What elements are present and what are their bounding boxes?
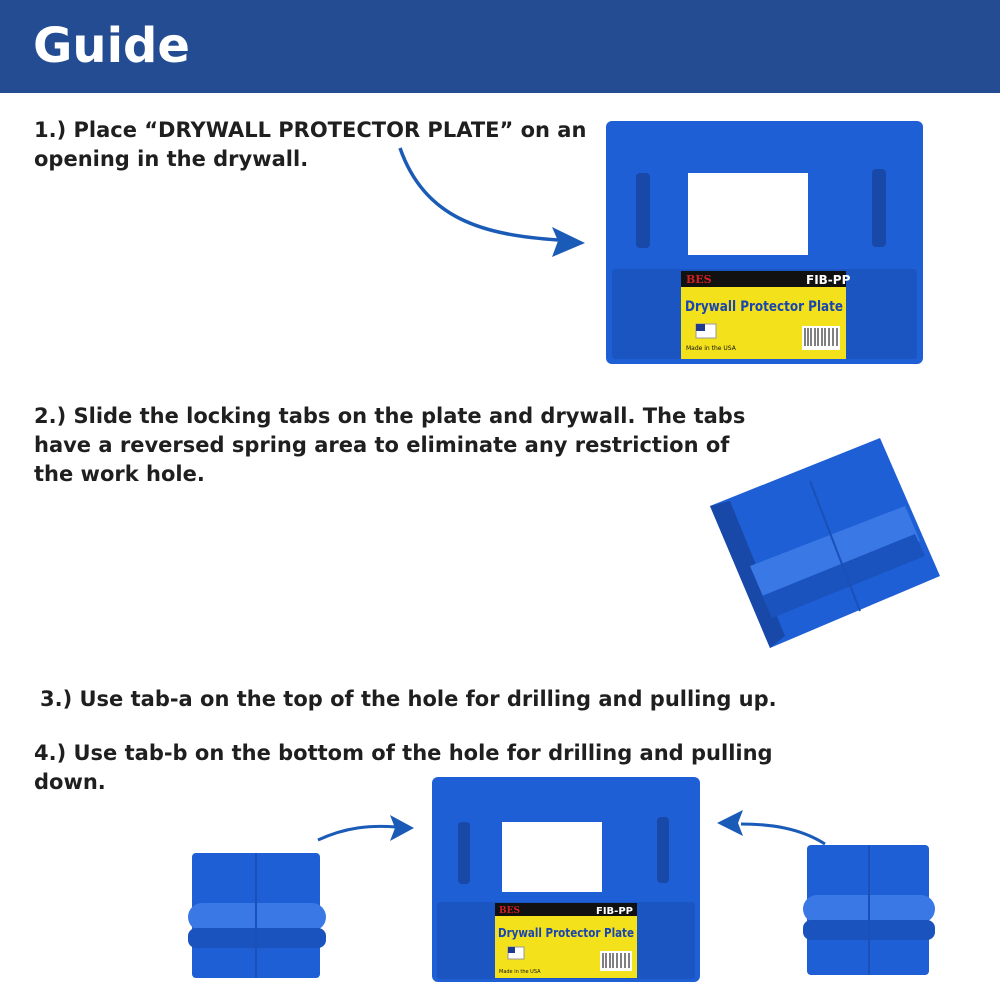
step-2-line-3: the work hole. (34, 462, 205, 486)
step-4-text: 4.) Use tab-b on the bottom of the hole … (34, 739, 773, 797)
right-arrow (717, 810, 826, 846)
label-made-in: Made in the USA (686, 345, 737, 352)
bottom-label-name: Drywall Protector Plate (498, 926, 634, 940)
guide-header: Guide (0, 0, 1000, 93)
step-2-line-1: 2.) Slide the locking tabs on the plate … (34, 404, 746, 428)
bottom-label-made-in: Made in the USA (499, 969, 541, 975)
drywall-protector-plate-image: BES FIB-PP Drywall Protector Plate Made … (606, 121, 923, 364)
step-1-arrow (398, 147, 585, 257)
left-arrow (317, 815, 414, 842)
step-2-line-2: have a reversed spring area to eliminate… (34, 433, 730, 457)
step-1-text: 1.) Place “DRYWALL PROTECTOR PLATE” on a… (34, 116, 586, 174)
tab-b-image (803, 845, 935, 975)
tab-a-image (188, 853, 326, 978)
bottom-label-model: FIB-PP (596, 906, 633, 917)
page-title: Guide (33, 18, 190, 74)
step-4-line-1: 4.) Use tab-b on the bottom of the hole … (34, 741, 773, 765)
step-1-line-1: 1.) Place “DRYWALL PROTECTOR PLATE” on a… (34, 118, 587, 142)
protector-plate-with-tabs-image: BES FIB-PP Drywall Protector Plate Made … (432, 777, 700, 982)
label-name: Drywall Protector Plate (685, 299, 843, 315)
label-brand: BES (686, 273, 712, 286)
label-model: FIB-PP (806, 273, 851, 287)
step-4-line-2: down. (34, 770, 106, 794)
step-1-line-2: opening in the drywall. (34, 147, 309, 171)
bottom-label-brand: BES (499, 906, 520, 916)
step-2-text: 2.) Slide the locking tabs on the plate … (34, 402, 745, 489)
step-3-line-1: 3.) Use tab-a on the top of the hole for… (40, 687, 777, 711)
step-3-text: 3.) Use tab-a on the top of the hole for… (40, 685, 777, 714)
locking-tab-image (710, 438, 940, 648)
